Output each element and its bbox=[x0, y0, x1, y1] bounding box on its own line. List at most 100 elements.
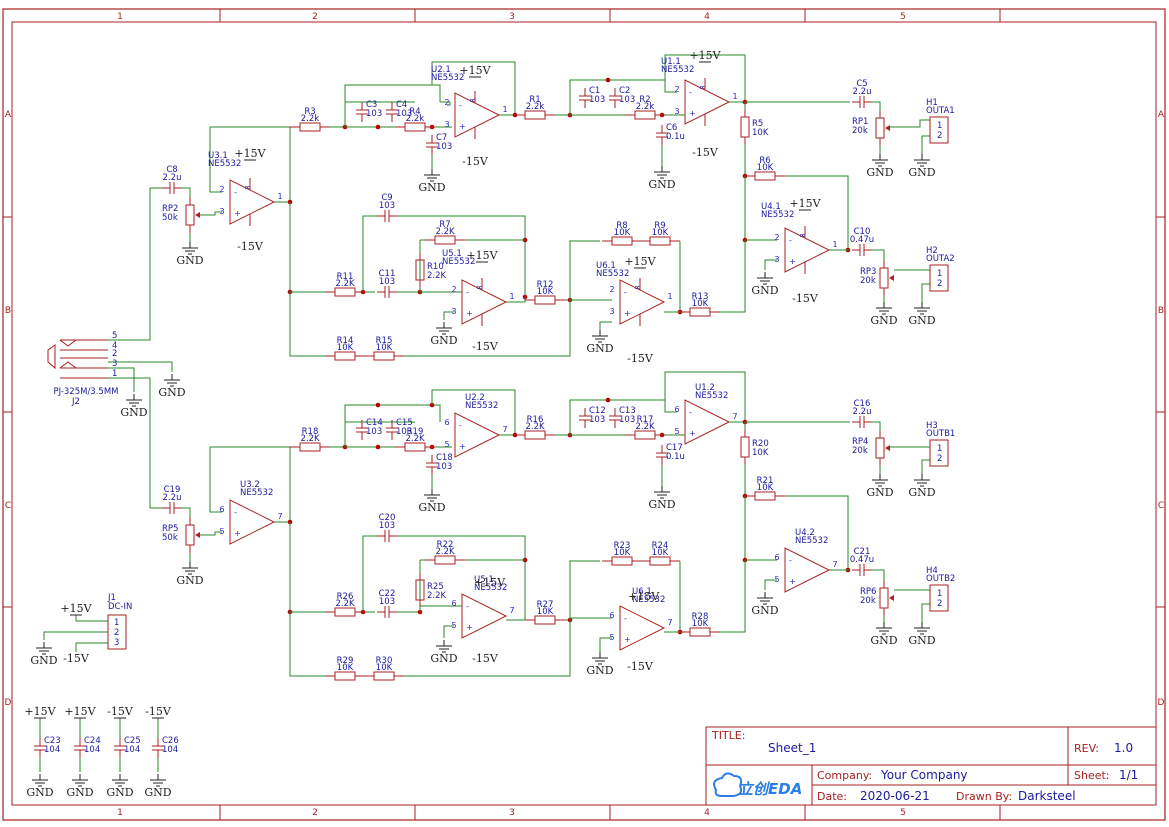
wire bbox=[108, 361, 173, 372]
sheet-title: Sheet_1 bbox=[768, 741, 816, 755]
opamp-ref: U2.1 bbox=[431, 65, 451, 75]
opamp-model: NE5532 bbox=[240, 488, 273, 498]
resistor-value: 2.2k bbox=[526, 102, 545, 112]
resistor bbox=[404, 442, 426, 452]
rev-label: REV: bbox=[1074, 742, 1099, 755]
jack-contact bbox=[59, 339, 77, 347]
gnd-label: GND bbox=[908, 314, 935, 327]
wire bbox=[431, 389, 516, 436]
capacitor-value: 0.1u bbox=[666, 132, 685, 142]
gnd-label: GND bbox=[908, 166, 935, 179]
opamp-plus: + bbox=[789, 257, 796, 266]
supply-label: +15V bbox=[474, 576, 506, 589]
wire bbox=[664, 400, 677, 413]
resistor-value: 10K bbox=[376, 663, 393, 673]
header-ref: H2 bbox=[926, 246, 938, 256]
opamp-model: NE5532 bbox=[474, 583, 507, 593]
resistor-ref: R29 bbox=[337, 656, 354, 666]
frame-col-top: 2 bbox=[312, 12, 318, 22]
capacitor-ref: C13 bbox=[619, 406, 636, 416]
header-pin-2: 2 bbox=[114, 628, 119, 638]
opamp-ref: U4.2 bbox=[795, 528, 815, 538]
resistor-value: 2.2K bbox=[435, 547, 455, 557]
resistor-ref: R6 bbox=[759, 156, 770, 166]
opamp-pin: 3 bbox=[444, 120, 449, 129]
header-pin-1: 1 bbox=[937, 269, 942, 279]
opamp-pin: 3 bbox=[674, 107, 679, 116]
opamp-model: NE5532 bbox=[465, 401, 498, 411]
pot-wiper bbox=[195, 212, 200, 218]
frame-col-bottom: 1 bbox=[117, 808, 123, 818]
opamp-minus: - bbox=[466, 288, 469, 297]
header-pin-2: 2 bbox=[937, 454, 942, 464]
inner-border bbox=[11, 21, 1157, 806]
company-name: Your Company bbox=[880, 768, 968, 782]
resistor bbox=[689, 307, 711, 317]
supply-label: +15V bbox=[24, 705, 56, 718]
opamp bbox=[619, 605, 666, 651]
opamp-infinity: ∞ bbox=[699, 83, 706, 93]
wire bbox=[196, 211, 222, 216]
header-pin-1: 1 bbox=[114, 618, 119, 628]
opamp-pin: 6 bbox=[219, 505, 224, 514]
opamp-pin: 1 bbox=[667, 292, 672, 301]
header-ref: H1 bbox=[926, 98, 938, 108]
opamp-infinity: ∞ bbox=[799, 231, 806, 241]
wire bbox=[443, 625, 454, 638]
output-header bbox=[929, 584, 949, 612]
wire bbox=[440, 101, 451, 106]
wire bbox=[872, 101, 881, 112]
pot-ref: RP1 bbox=[852, 117, 868, 127]
wire bbox=[289, 612, 325, 677]
frame-col-bottom: 2 bbox=[312, 808, 318, 818]
junction-dot bbox=[375, 444, 381, 450]
frame-col-top: 3 bbox=[509, 12, 515, 22]
frame-row-right: A bbox=[1158, 110, 1165, 120]
opamp-minus: - bbox=[789, 556, 792, 565]
opamp-ref: U1.2 bbox=[695, 383, 715, 393]
opamp-pin: 7 bbox=[667, 618, 672, 627]
resistor bbox=[534, 295, 556, 305]
resistor-ref: R7 bbox=[439, 220, 450, 230]
frame-row-right: B bbox=[1158, 306, 1164, 316]
date-label: Date: bbox=[817, 790, 847, 803]
resistor-value: 2.2k bbox=[301, 114, 320, 124]
resistor-ref: R18 bbox=[302, 427, 319, 437]
jack-ref: PJ-325M/3.5MM bbox=[53, 387, 118, 397]
capacitor-ref: C11 bbox=[379, 269, 396, 279]
gnd-label: GND bbox=[144, 786, 171, 799]
resistor bbox=[611, 556, 633, 566]
header-pin-3: 3 bbox=[114, 638, 119, 648]
capacitor-ref: C22 bbox=[379, 589, 396, 599]
opamp bbox=[461, 593, 508, 639]
pot-wiper bbox=[195, 532, 200, 538]
resistor-ref: R25 bbox=[427, 582, 444, 592]
wire bbox=[785, 175, 849, 250]
wire bbox=[664, 80, 677, 93]
wire bbox=[397, 535, 526, 617]
pot-value: 50k bbox=[162, 213, 178, 223]
resistor-value: 10K bbox=[757, 163, 774, 173]
pot-wiper bbox=[889, 275, 894, 281]
resistor bbox=[524, 110, 546, 120]
wire bbox=[404, 300, 571, 357]
resistor-value: 10K bbox=[537, 287, 554, 297]
capacitor-value: 104 bbox=[124, 745, 140, 755]
opamp-ref: U6.1 bbox=[632, 587, 652, 597]
resistor bbox=[373, 351, 395, 361]
opamp bbox=[454, 92, 501, 138]
capacitor-ref: C24 bbox=[84, 736, 101, 746]
resistor-value: 10K bbox=[692, 299, 709, 309]
resistor-value: 10K bbox=[337, 343, 354, 353]
resistor-ref: R27 bbox=[537, 600, 554, 610]
gnd-label: GND bbox=[870, 314, 897, 327]
wire bbox=[872, 421, 881, 432]
potentiometer bbox=[875, 117, 885, 139]
wire bbox=[108, 188, 151, 341]
resistor bbox=[649, 556, 671, 566]
capacitor-ref: C14 bbox=[366, 418, 383, 428]
capacitor-ref: C16 bbox=[854, 399, 871, 409]
header-ref: H4 bbox=[926, 566, 938, 576]
resistor-ref: R2 bbox=[639, 95, 650, 105]
resistor-ref: R21 bbox=[757, 476, 774, 486]
